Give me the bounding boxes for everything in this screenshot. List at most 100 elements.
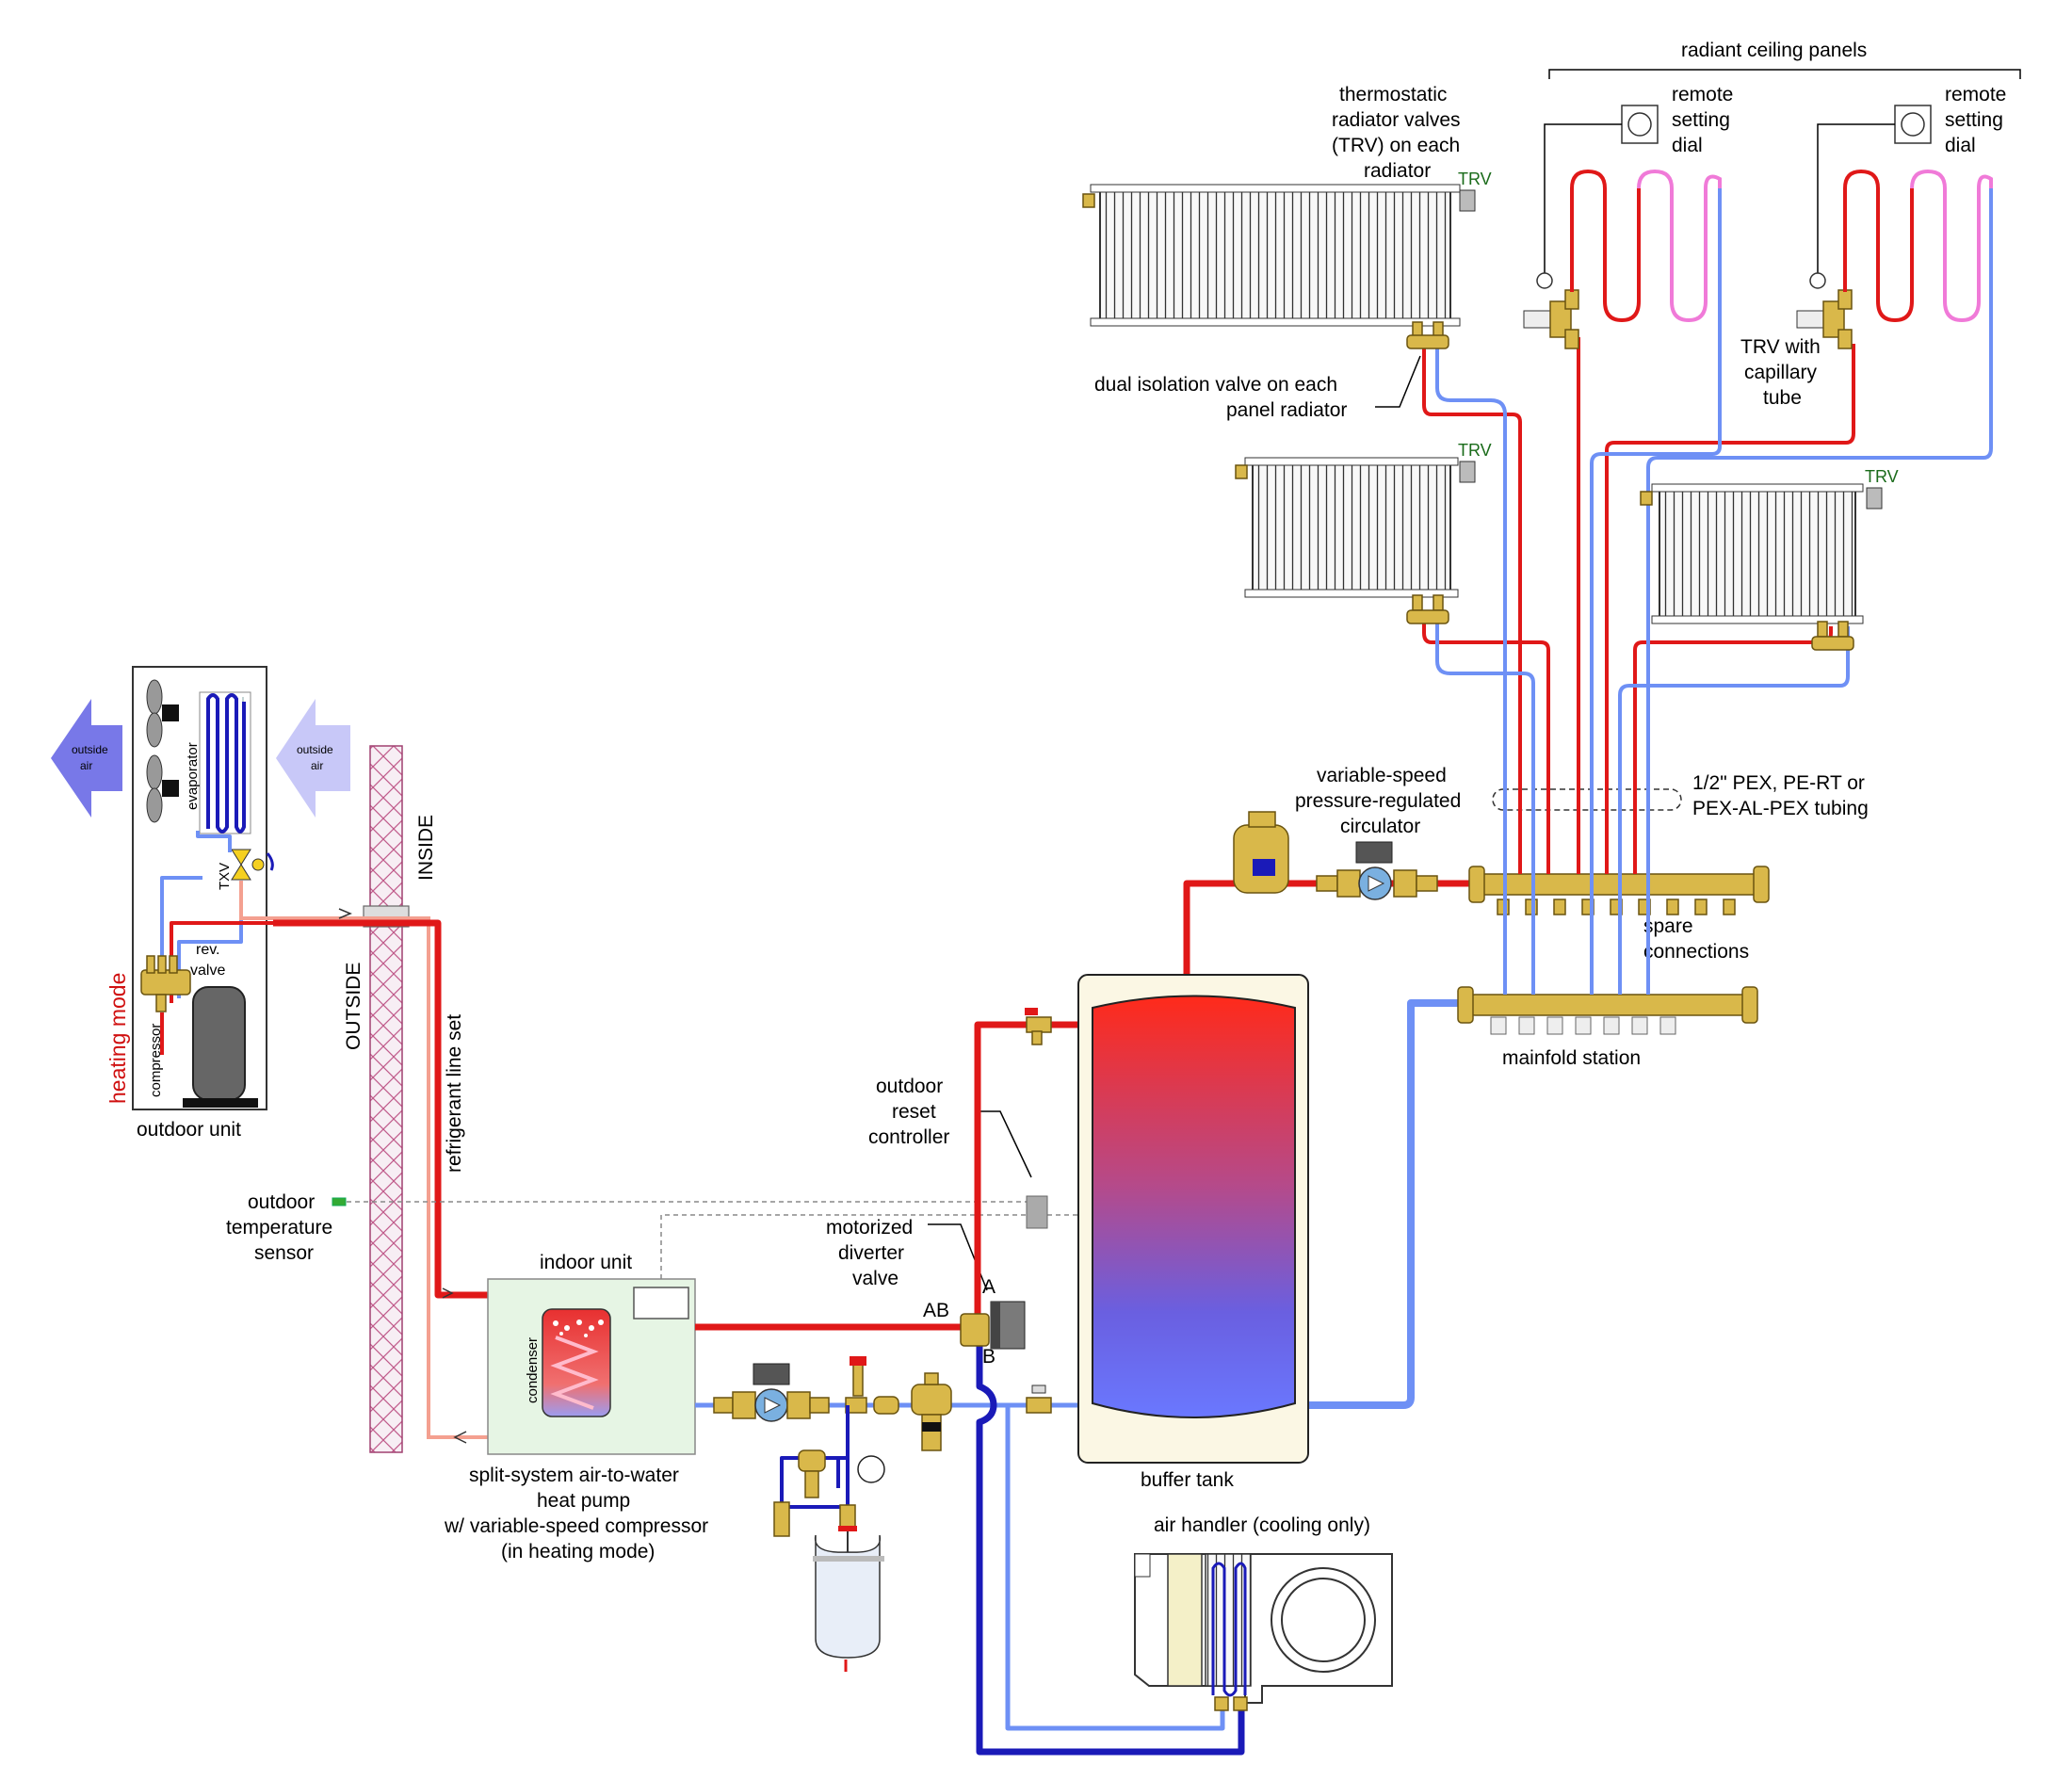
evaporator-label: evaporator bbox=[185, 742, 201, 810]
outside-air-in-label-2: air bbox=[311, 759, 323, 772]
spare-connections-label-1: spare bbox=[1643, 915, 1693, 937]
flow-arrow-icon bbox=[442, 1287, 454, 1299]
trv-capillary-label-3: tube bbox=[1763, 387, 1802, 409]
supply-tube-4 bbox=[1605, 344, 1855, 874]
trv-callout-label-4: radiator bbox=[1364, 160, 1431, 182]
compressor bbox=[183, 986, 258, 1108]
air-handler-supply-pipe bbox=[976, 1337, 1245, 1756]
evaporator-coil bbox=[199, 691, 251, 834]
panel-radiator-medium bbox=[1235, 457, 1476, 624]
remote-dial-1-label-3: dial bbox=[1672, 135, 1703, 156]
spare-connections-label-2: connections bbox=[1643, 941, 1749, 963]
port-ab-label: AB bbox=[923, 1300, 949, 1321]
trv-callout-label-3: (TRV) on each bbox=[1332, 135, 1460, 156]
diverter-label-3: valve bbox=[852, 1268, 898, 1289]
outdoor-temp-sensor-label-3: sensor bbox=[254, 1242, 314, 1264]
remote-setting-dial-icon bbox=[1621, 105, 1659, 144]
radiant-ceiling-panel-2 bbox=[1796, 105, 1993, 349]
return-manifold bbox=[1457, 986, 1758, 1035]
indoor-unit-label: indoor unit bbox=[540, 1252, 632, 1273]
radiant-ceiling-panel-1 bbox=[1523, 105, 1722, 349]
supply-tube-5 bbox=[1633, 626, 1833, 874]
circulator-label-3: circulator bbox=[1340, 816, 1420, 837]
return-tube-1 bbox=[1435, 339, 1507, 995]
compressor-label: compressor bbox=[148, 1024, 164, 1097]
circulator-label-1: variable-speed bbox=[1317, 765, 1447, 786]
trv-tag-medium: TRV bbox=[1458, 441, 1492, 460]
tank-supply-valve bbox=[1025, 1008, 1052, 1045]
controller-wire-1 bbox=[660, 1214, 1031, 1279]
port-a-label: A bbox=[982, 1276, 996, 1298]
diverter-label-1: motorized bbox=[826, 1217, 913, 1239]
return-tube-4 bbox=[1618, 626, 1850, 995]
outdoor-temp-sensor-label-1: outdoor bbox=[248, 1191, 315, 1213]
remote-dial-1-label-1: remote bbox=[1672, 84, 1733, 105]
refrigerant-line-hot bbox=[273, 919, 580, 1320]
port-b-label: B bbox=[982, 1346, 996, 1368]
controller-label-2: reset bbox=[892, 1101, 936, 1123]
trv-tag-large: TRV bbox=[1458, 170, 1492, 188]
air-separator bbox=[1233, 811, 1289, 894]
remote-dial-1-label-2: setting bbox=[1672, 109, 1730, 131]
panel-radiator-right bbox=[1640, 483, 1883, 651]
air-handler-label: air handler (cooling only) bbox=[1154, 1514, 1370, 1536]
controller-label-3: controller bbox=[868, 1126, 949, 1148]
heat-pump-caption-4: (in heating mode) bbox=[501, 1541, 655, 1562]
tubing-label-2: PEX-AL-PEX tubing bbox=[1692, 798, 1869, 819]
remote-dial-2-label-3: dial bbox=[1945, 135, 1976, 156]
hp-circulator bbox=[713, 1363, 830, 1422]
controller-label-1: outdoor bbox=[876, 1076, 943, 1097]
remote-setting-dial-icon bbox=[1894, 105, 1932, 144]
reversing-valve bbox=[140, 955, 191, 1012]
circulator-label-2: pressure-regulated bbox=[1295, 790, 1461, 812]
heat-pump-caption-1: split-system air-to-water bbox=[469, 1465, 679, 1486]
trv-callout-label-2: radiator valves bbox=[1332, 109, 1461, 131]
indoor-unit bbox=[487, 1278, 696, 1455]
trv-icon bbox=[1459, 461, 1476, 483]
remote-dial-2-label-2: setting bbox=[1945, 109, 2003, 131]
inside-label: INSIDE bbox=[415, 815, 437, 881]
trv-capillary-label-1: TRV with bbox=[1740, 336, 1821, 358]
outdoor-temperature-sensor-icon bbox=[332, 1197, 347, 1206]
rev-valve-label-2: valve bbox=[190, 963, 225, 979]
diverter-valve bbox=[960, 1301, 1026, 1350]
buffer-tank bbox=[1077, 974, 1309, 1464]
outside-air-in-label-1: outside bbox=[297, 743, 333, 756]
outside-air-in-arrow bbox=[276, 699, 350, 818]
outdoor-unit: evaporator TXV rev. valve compre bbox=[132, 666, 367, 1110]
tank-supply-pipe bbox=[974, 1021, 1091, 1319]
trv-icon bbox=[1866, 487, 1883, 510]
outdoor-unit-label: outdoor unit bbox=[137, 1119, 241, 1141]
supply-tube-1 bbox=[1422, 339, 1522, 874]
manifold-station-label: mainfold station bbox=[1502, 1047, 1641, 1069]
outside-air-out-label-1: outside bbox=[72, 743, 108, 756]
outdoor-reset-controller-icon bbox=[1026, 1195, 1048, 1229]
dual-isolation-label-2: panel radiator bbox=[1226, 399, 1347, 421]
buffer-tank-label: buffer tank bbox=[1141, 1469, 1234, 1491]
panel-radiator-large bbox=[1082, 184, 1476, 349]
radiant-ceiling-bracket bbox=[1548, 69, 2021, 79]
trv-callout-label-1: thermostatic bbox=[1339, 84, 1447, 105]
condenser-label: condenser bbox=[525, 1337, 541, 1403]
isolation-callout-line bbox=[1375, 355, 1421, 408]
return-tube-5 bbox=[1646, 184, 1993, 995]
tubing-bundle-outline bbox=[1492, 788, 1682, 811]
supply-tube-2 bbox=[1422, 612, 1550, 874]
dual-isolation-label-1: dual isolation valve on each bbox=[1094, 374, 1337, 396]
tubing-label-1: 1/2" PEX, PE-RT or bbox=[1692, 772, 1865, 794]
hp-fill-branch bbox=[773, 1405, 885, 1672]
heat-pump-caption-2: heat pump bbox=[537, 1490, 630, 1512]
remote-dial-2-label-1: remote bbox=[1945, 84, 2006, 105]
txv-label: TXV bbox=[217, 863, 233, 890]
outside-air-out-arrow bbox=[51, 699, 122, 818]
system-circulator bbox=[1316, 841, 1438, 900]
trv-tag-right: TRV bbox=[1865, 467, 1899, 486]
fan-icon bbox=[146, 679, 179, 823]
heating-mode-label: heating mode bbox=[105, 973, 130, 1104]
flow-arrow-icon bbox=[338, 908, 352, 919]
return-tube-3 bbox=[1590, 184, 1722, 995]
outside-air-out-label-2: air bbox=[80, 759, 92, 772]
outdoor-temp-sensor-label-2: temperature bbox=[226, 1217, 332, 1239]
air-handler-return-pipe bbox=[1005, 1405, 1225, 1731]
trv-capillary-label-2: capillary bbox=[1744, 362, 1818, 383]
